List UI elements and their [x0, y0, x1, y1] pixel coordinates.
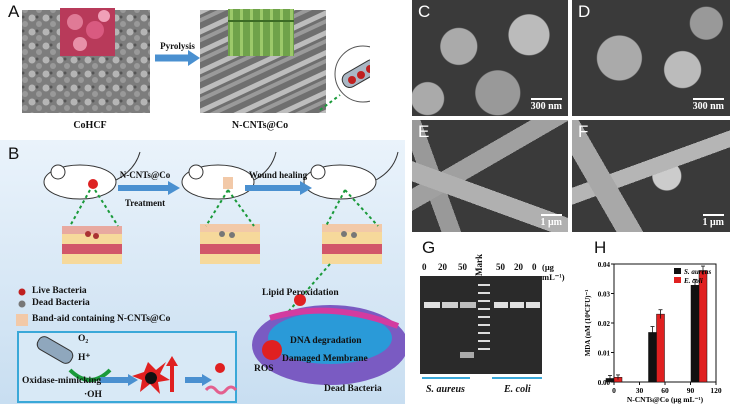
panel-g: G 0 20 50 Mark 50 20 0 (μg mL⁻¹) S. aure… [408, 236, 578, 404]
bamboo-inset [228, 9, 294, 56]
caption-pyrolysis: Pyrolysis [160, 41, 195, 51]
sem-panel-e: E 1 μm [412, 120, 568, 232]
bar-e-coli [656, 313, 665, 383]
panel-h: H 0.00 0.01 0.02 0.03 0.04 0 30 60 90 120 S. aureu… [576, 236, 730, 404]
x-tick-label: 90 [687, 386, 695, 395]
legend-live-bacteria: Live Bacteria [32, 286, 87, 296]
gel-lane-label: 50 [496, 262, 505, 272]
gel-group-e-coli: E. coli [504, 384, 531, 395]
x-axis-label: N-CNTs@Co (μg mL⁻¹) [627, 395, 704, 404]
gel-lane-label: 20 [514, 262, 523, 272]
arrow1-top-label: N-CNTs@Co [119, 170, 171, 180]
x-tick-label: 30 [636, 386, 644, 395]
panel-label-f: F [578, 122, 589, 141]
caption-ncnts: N-CNTs@Co [231, 120, 289, 131]
label-oh: ·OH [84, 390, 102, 400]
y-tick-label: 0.01 [598, 350, 611, 358]
gel-image [420, 276, 542, 379]
panel-b: B [0, 140, 405, 404]
panel-label-c: C [418, 2, 431, 21]
panel-a: A [0, 0, 370, 140]
label-oxidase-mimicking: Oxidase-mimicking [22, 376, 102, 386]
label-h-plus: H⁺ [78, 353, 91, 363]
gel-unit-label: (μg mL⁻¹) [542, 262, 565, 282]
sem-panel-c: C 300 nm [412, 0, 568, 116]
mda-chart: 0.00 0.01 0.02 0.03 0.04 0 30 60 90 120 S. aureusE… [584, 261, 722, 404]
x-tick-label: 0 [612, 386, 616, 395]
panel-label-g: G [422, 238, 436, 257]
label-ros: ROS [254, 364, 274, 374]
scalebar-c: 300 nm [530, 98, 562, 112]
bar-s-aureus [690, 284, 700, 383]
arrow2-top-label: Wound healing [248, 170, 308, 180]
label-o2: O₂ [78, 334, 89, 344]
y-tick-label: 0.02 [598, 320, 611, 328]
panel-label-e: E [418, 122, 430, 141]
legend-entry: E. coli [683, 277, 703, 285]
panel-b-graphic [16, 151, 405, 403]
scalebar-f: 1 μm [702, 214, 724, 228]
legend-dead-bacteria: Dead Bacteria [32, 298, 90, 308]
y-tick-label: 0.00 [598, 379, 611, 387]
gel-lane-label: 0 [532, 262, 537, 272]
legend-swatch [674, 277, 681, 283]
panel-label-d: D [578, 2, 591, 21]
panel-a-graphic [22, 8, 370, 113]
gel-lane-label: 20 [438, 262, 447, 272]
legend-swatch [674, 268, 681, 274]
label-lipid-peroxidation: Lipid Peroxidation [262, 288, 339, 298]
sem-panel-d: D 300 nm [572, 0, 730, 116]
sem-panel-f: F 1 μm [572, 120, 730, 232]
scalebar-d: 300 nm [692, 98, 724, 112]
bar-e-coli [698, 270, 708, 383]
x-tick-label: 60 [661, 386, 669, 395]
panel-label-b: B [8, 144, 20, 163]
scalebar-e: 1 μm [540, 214, 562, 228]
legend-entry: S. aureus [684, 268, 712, 276]
y-tick-label: 0.04 [598, 261, 611, 269]
label-damaged-membrane: Damaged Membrane [282, 354, 368, 364]
panel-label-h: H [594, 238, 607, 257]
label-dna-degradation: DNA degradation [290, 336, 362, 346]
legend-band-aid: Band-aid containing N-CNTs@Co [32, 314, 171, 324]
label-dead-bacteria: Dead Bacteria [324, 384, 382, 394]
y-tick-label: 0.03 [598, 291, 611, 299]
panel-label-a: A [8, 2, 20, 21]
gel-lane-label: 0 [422, 262, 427, 272]
gel-group-s-aureus: S. aureus [426, 384, 465, 395]
x-tick-label: 120 [710, 386, 722, 395]
caption-cohcf: CoHCF [73, 120, 107, 131]
y-axis-label: MDA (nM (10⁶CFU)⁻¹ [584, 290, 592, 357]
bar-s-aureus [648, 332, 657, 383]
arrow1-bottom-label: Treatment [124, 198, 166, 208]
gel-lane-label: 50 [458, 262, 467, 272]
